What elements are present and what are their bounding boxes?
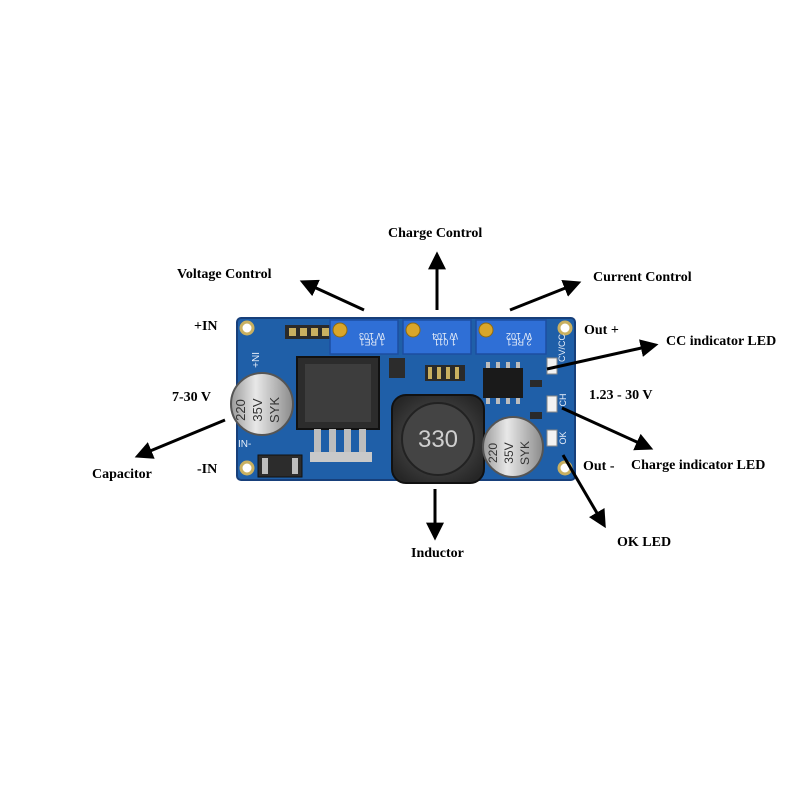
pot-charge: W 104 1 011 xyxy=(402,319,472,355)
transistor xyxy=(389,358,405,378)
smd-resistor xyxy=(530,380,542,387)
input-capacitor: 220 35V SYK xyxy=(230,372,294,436)
mounting-hole xyxy=(239,320,255,336)
mounting-hole xyxy=(239,460,255,476)
pot-current: W 102 2 RE1 xyxy=(475,319,547,355)
callout-arrows xyxy=(134,251,659,541)
cap-left-line2: 35V xyxy=(250,398,265,421)
pot-voltage: W 103 1 RE1 xyxy=(329,319,399,355)
output-capacitor: 220 35V SYK xyxy=(482,416,544,478)
label-cc-led: CC indicator LED xyxy=(666,334,777,349)
cap-right-line3: SYK xyxy=(518,441,532,465)
pot2-line1: W 104 xyxy=(432,331,458,341)
pot3-line2: 2 RE1 xyxy=(506,337,531,347)
regulator-ic xyxy=(296,356,380,462)
label-charge-control: Charge Control xyxy=(388,226,483,241)
resistor-array xyxy=(425,365,465,381)
label-current-control: Current Control xyxy=(593,270,692,285)
opamp-ic xyxy=(483,362,523,404)
label-inductor: Inductor xyxy=(411,546,464,561)
arrow-current-control xyxy=(509,279,582,312)
label-minus-in: -IN xyxy=(197,462,218,477)
label-capacitor: Capacitor xyxy=(92,467,152,482)
mounting-hole xyxy=(557,320,573,336)
pin-header xyxy=(285,325,333,339)
silk-cv-cc: CV/CC xyxy=(557,334,567,363)
silk-ch: CH xyxy=(558,394,568,407)
label-plus-in: +IN xyxy=(194,319,218,334)
cap-left-line3: SYK xyxy=(267,397,282,423)
smd-resistor xyxy=(530,412,542,419)
inductor-marking: 330 xyxy=(418,426,458,453)
label-out-minus: Out - xyxy=(583,459,615,474)
label-input-range: 7-30 V xyxy=(172,390,212,405)
label-voltage-control: Voltage Control xyxy=(177,267,272,282)
led-ok xyxy=(546,429,558,447)
led-charge xyxy=(546,395,558,413)
silk-ok: OK xyxy=(558,431,568,444)
pot2-line2: 1 011 xyxy=(434,337,456,347)
inductor-component: 330 xyxy=(391,394,485,484)
diode xyxy=(257,454,303,478)
cap-left-line1: 220 xyxy=(233,399,248,421)
silk-in-plus: IN+ xyxy=(249,352,260,368)
label-ok-led: OK LED xyxy=(617,535,672,550)
label-charge-led: Charge indicator LED xyxy=(631,458,766,473)
pcb-board: IN+ IN- CV/CC CH OK 220 35V SYK xyxy=(230,317,576,484)
arrow-capacitor xyxy=(134,418,226,459)
arrow-charge-led xyxy=(561,406,654,451)
label-out-plus: Out + xyxy=(584,323,619,338)
pot3-line1: W 102 xyxy=(506,331,532,341)
arrow-cc-led xyxy=(546,339,659,371)
pot1-line1: W 103 xyxy=(359,331,385,341)
cap-right-line1: 220 xyxy=(486,443,500,463)
pot1-line2: 1 RE1 xyxy=(359,337,384,347)
cap-right-line2: 35V xyxy=(502,442,516,463)
silk-in-minus: IN- xyxy=(238,439,251,450)
arrow-voltage-control xyxy=(299,279,365,312)
label-output-range: 1.23 - 30 V xyxy=(589,388,653,403)
arrow-ok-led xyxy=(561,454,606,529)
